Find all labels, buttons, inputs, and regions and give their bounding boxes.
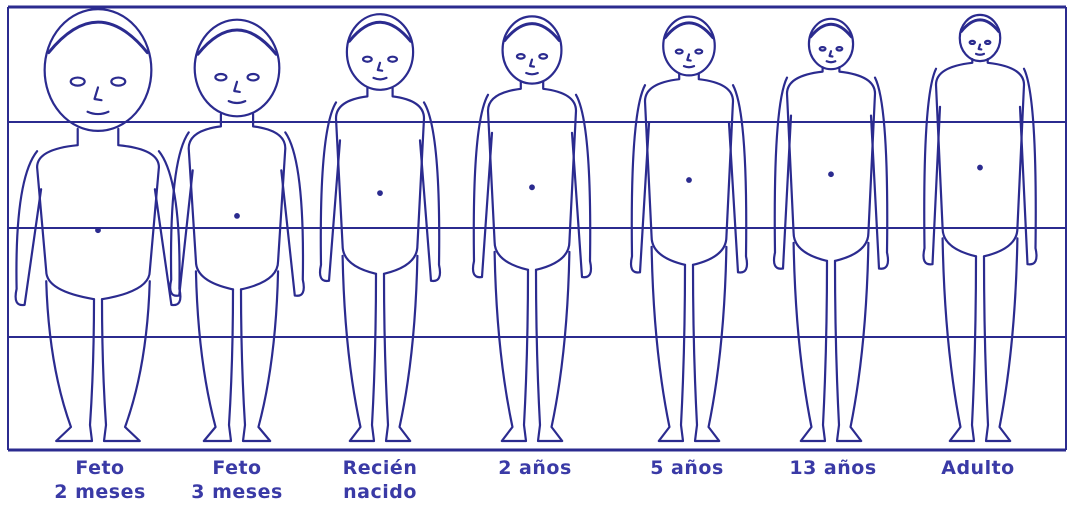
nose: [95, 87, 102, 100]
left-eye: [970, 41, 975, 44]
label-line-2: Adulto: [903, 456, 1053, 480]
body-figures: [16, 9, 1037, 441]
head: [45, 9, 152, 131]
torso: [37, 129, 159, 299]
hair: [49, 22, 148, 52]
figure-feto-2-meses: [16, 9, 181, 441]
figure-13-anos: [774, 19, 888, 441]
left-leg: [196, 271, 233, 441]
navel: [96, 228, 100, 232]
right-leg: [984, 238, 1017, 441]
torso: [189, 114, 286, 289]
left-eye: [676, 50, 683, 54]
right-leg: [102, 281, 150, 441]
head: [195, 20, 280, 117]
right-leg: [536, 252, 569, 441]
navel: [378, 191, 382, 195]
mouth: [684, 66, 694, 67]
left-leg: [495, 252, 528, 441]
hair: [505, 24, 559, 41]
right-eye: [985, 41, 990, 44]
label-feto-2-meses: Feto 2 meses: [25, 456, 175, 504]
left-eye: [71, 78, 85, 86]
label-line-2: 3 meses: [162, 480, 312, 504]
navel: [530, 186, 534, 190]
nose: [530, 60, 534, 67]
left-eye: [215, 74, 226, 80]
navel: [978, 166, 982, 170]
right-leg: [693, 247, 726, 441]
label-line-2: 13 años: [758, 456, 908, 480]
nose: [687, 54, 690, 60]
right-eye: [539, 54, 547, 58]
right-eye: [695, 50, 702, 54]
nose: [234, 82, 240, 92]
nose: [378, 63, 382, 71]
navel: [235, 214, 239, 218]
navel: [829, 172, 833, 176]
mouth: [229, 101, 246, 103]
hair: [198, 30, 276, 54]
right-eye: [111, 78, 125, 86]
left-leg: [943, 238, 976, 441]
navel: [687, 178, 691, 182]
label-2-anos: 2 años: [460, 456, 610, 480]
torso: [645, 73, 733, 264]
label-recien-nacido: Recién nacido: [305, 456, 455, 504]
figure-feto-3-meses: [170, 20, 304, 441]
label-line-1: Feto: [162, 456, 312, 480]
left-leg: [652, 247, 685, 441]
mouth: [976, 54, 984, 55]
label-line-1: Feto: [25, 456, 175, 480]
label-line-2: 5 años: [612, 456, 762, 480]
left-leg: [794, 243, 827, 441]
mouth: [88, 112, 109, 114]
label-line-2: 2 años: [460, 456, 610, 480]
right-eye: [388, 57, 397, 62]
right-eye: [837, 47, 843, 50]
right-leg: [241, 271, 278, 441]
right-eye: [248, 74, 259, 80]
left-leg: [46, 281, 94, 441]
hair: [349, 22, 410, 41]
label-line-2: 2 meses: [25, 480, 175, 504]
label-5-anos: 5 años: [612, 456, 762, 480]
torso: [787, 67, 875, 261]
nose: [830, 51, 833, 56]
torso: [936, 59, 1024, 256]
torso: [336, 88, 424, 274]
left-eye: [820, 47, 826, 50]
mouth: [374, 78, 387, 79]
nose: [979, 45, 982, 50]
torso: [488, 82, 576, 270]
label-feto-3-meses: Feto 3 meses: [162, 456, 312, 504]
mouth: [827, 61, 836, 62]
label-line-2: Recién nacido: [305, 456, 455, 504]
left-eye: [363, 57, 372, 62]
right-leg: [835, 243, 868, 441]
mouth: [526, 73, 538, 74]
label-adulto: Adulto: [903, 456, 1053, 480]
right-leg: [384, 256, 417, 441]
label-13-anos: 13 años: [758, 456, 908, 480]
left-eye: [517, 54, 525, 58]
left-leg: [343, 256, 376, 441]
